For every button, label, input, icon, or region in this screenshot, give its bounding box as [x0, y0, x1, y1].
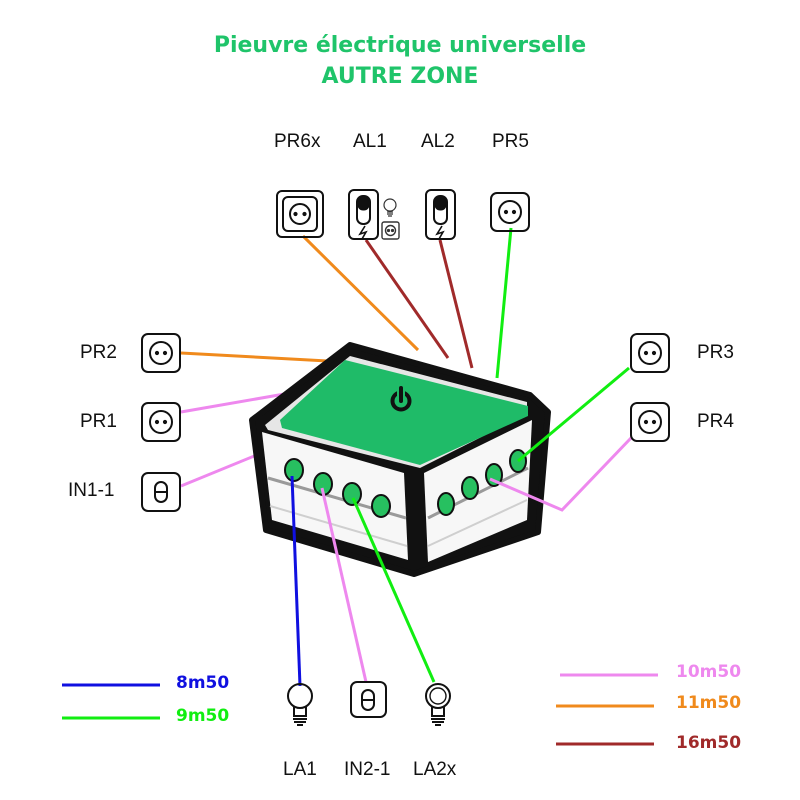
power-button-icon	[390, 386, 412, 412]
wire-pr5-green	[495, 227, 513, 379]
junction-box	[249, 342, 551, 577]
legend-length-orange: 11m50	[676, 693, 742, 713]
power-outlet-icon-pr3	[630, 333, 670, 373]
wire-in2-pink	[320, 487, 368, 683]
label-in1: IN1-1	[68, 480, 115, 501]
push-button-icon-in1	[141, 472, 181, 512]
light-switch-icon-al2	[425, 189, 456, 240]
label-la1: LA1	[283, 759, 317, 780]
label-in2: IN2-1	[344, 759, 391, 780]
cable-entry	[461, 476, 479, 500]
power-outlet-icon-pr4	[630, 402, 670, 442]
page-subtitle: AUTRE ZONE	[321, 64, 479, 89]
cable-entry	[437, 492, 455, 516]
wire-la1-blue	[290, 475, 302, 687]
box-lid	[280, 360, 528, 465]
light-bulb-icon-small	[383, 198, 397, 217]
power-outlet-icon-pr1	[141, 402, 181, 442]
cable-entry	[371, 494, 391, 518]
cable-entries-front	[284, 458, 391, 518]
power-outlet-icon-small	[381, 221, 400, 240]
legend-length-brown: 16m50	[676, 733, 742, 753]
label-pr5: PR5	[492, 131, 529, 152]
power-outlet-icon-pr5	[490, 192, 530, 232]
wires-top	[180, 227, 513, 488]
label-al2: AL2	[421, 131, 455, 152]
legend-length-blue: 8m50	[176, 673, 230, 693]
wire-pr1-pink	[180, 390, 297, 414]
wire-pr2-orange	[180, 351, 347, 364]
power-outlet-icon-pr2	[141, 333, 181, 373]
double-outlet-icon-pr6x	[276, 190, 324, 238]
legend-length-pink: 10m50	[676, 662, 742, 682]
page-title: Pieuvre électrique universelle	[213, 33, 587, 58]
label-pr4: PR4	[697, 411, 734, 432]
wire-al1-brown	[364, 239, 450, 359]
wire-in1-pink	[180, 450, 265, 488]
label-al1: AL1	[353, 131, 387, 152]
label-pr3: PR3	[697, 342, 734, 363]
cable-entry	[342, 482, 362, 506]
push-button-icon-in2	[350, 681, 387, 718]
wires-bottom	[290, 366, 633, 687]
wire-la2x-green	[351, 497, 436, 683]
label-la2x: LA2x	[413, 759, 457, 780]
legend-length-green: 9m50	[176, 706, 230, 726]
label-pr2: PR2	[80, 342, 117, 363]
wire-al2-brown	[438, 239, 474, 369]
light-bulb-icon-la1	[287, 683, 313, 726]
light-bulb-icon-la2x	[425, 683, 451, 726]
legend-lines	[62, 673, 658, 746]
wire-pr4-pink	[489, 436, 633, 512]
wire-pr6x-orange	[301, 234, 420, 352]
label-pr6x: PR6x	[274, 131, 321, 152]
label-pr1: PR1	[80, 411, 117, 432]
light-switch-icon-al1	[348, 189, 379, 240]
cable-entry	[284, 458, 304, 482]
wire-pr3-green	[517, 366, 630, 463]
